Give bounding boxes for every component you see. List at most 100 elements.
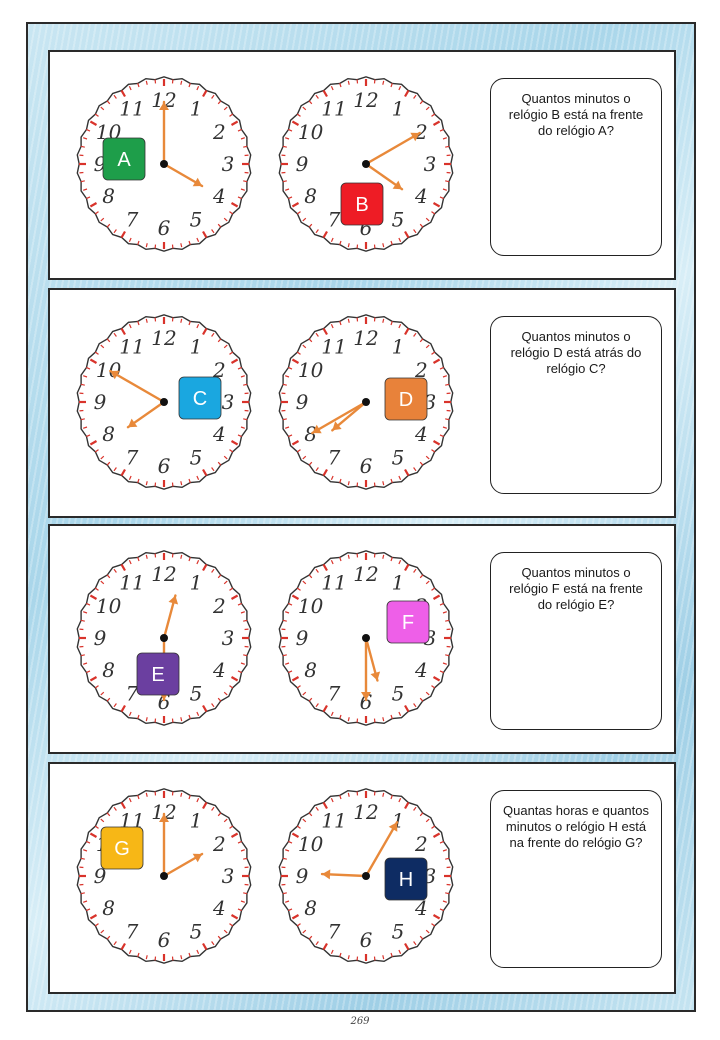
clock-numeral: 7: [126, 681, 139, 705]
clock-numeral: 12: [151, 562, 176, 586]
clock-numeral: 4: [414, 658, 428, 682]
clock-label-badge: [340, 182, 384, 226]
clock-tick: [229, 113, 234, 117]
clock-numeral: 3: [222, 152, 235, 176]
clock-numeral: 4: [414, 422, 428, 446]
clock-tick: [308, 697, 313, 702]
clock-tick: [128, 560, 132, 565]
clock-tick: [145, 792, 148, 797]
clock-numeral: 5: [392, 207, 405, 231]
clock-tick: [237, 602, 242, 606]
minute-hand: [109, 369, 166, 404]
clock-numeral: 1: [190, 335, 203, 359]
minute-hand: [364, 131, 421, 166]
clock-tick: [188, 952, 191, 957]
clock-tick: [188, 795, 191, 800]
clock-numeral: 5: [190, 445, 203, 469]
clock-tick: [425, 580, 430, 585]
clock-tick: [223, 580, 228, 585]
clock-tick: [291, 440, 300, 446]
clock-tick: [180, 243, 183, 248]
clock-tick: [439, 196, 444, 200]
clock-tick: [120, 468, 126, 477]
clock-tick: [202, 89, 208, 98]
clock-tick: [94, 587, 99, 591]
clock-tick: [445, 418, 450, 421]
clock-tick: [230, 358, 239, 364]
clock-tick: [128, 324, 132, 329]
clock-tick: [432, 440, 441, 446]
clock-tick: [106, 100, 111, 105]
clock-tick: [229, 449, 234, 453]
clock-tick: [442, 611, 447, 614]
clock-tick: [89, 202, 98, 208]
clock-label-text: F: [402, 612, 414, 634]
clock-tick: [347, 243, 350, 248]
clock-center: [362, 634, 370, 642]
clock-tick: [282, 619, 287, 622]
page-number: 269: [350, 1016, 370, 1027]
clock-tick: [86, 434, 91, 438]
clock-tick: [285, 375, 290, 378]
clock-tick: [302, 217, 307, 222]
clock-numeral: 1: [190, 571, 203, 595]
clock-tick: [128, 237, 132, 242]
clock-tick: [145, 243, 148, 248]
clock-tick: [390, 240, 393, 245]
clock-tick: [202, 563, 208, 572]
answer-box[interactable]: Quantos minutos o relógio D está atrás d…: [490, 316, 662, 494]
clock-numeral: 5: [190, 681, 203, 705]
clock-center: [160, 160, 168, 168]
clock-tick: [285, 426, 290, 429]
clock-tick: [230, 832, 239, 838]
clock-tick: [86, 840, 91, 844]
clock-tick: [196, 560, 200, 565]
clock-tick: [439, 840, 444, 844]
clock-tick: [230, 120, 239, 126]
clock-tick: [113, 332, 117, 337]
clock-tick: [398, 949, 402, 954]
clock-tick: [347, 792, 350, 797]
question-text: Quantas horas e quantos minutos o relógi…: [503, 803, 649, 850]
clock-numeral: 6: [158, 216, 171, 240]
clock-tick: [425, 106, 430, 111]
clock-tick: [432, 358, 441, 364]
clock-tick: [322, 801, 328, 810]
clock-tick: [404, 942, 410, 951]
clock-tick: [237, 434, 242, 438]
clock-numeral: 2: [212, 358, 226, 382]
clock-tick: [330, 798, 334, 803]
clock-label-text: E: [151, 664, 164, 686]
clock-tick: [432, 914, 441, 920]
clock-tick: [202, 327, 208, 336]
clock-tick: [282, 145, 287, 148]
clock-tick: [404, 563, 410, 572]
clock-tick: [94, 113, 99, 117]
clock-tick: [296, 449, 301, 453]
clock-tick: [106, 223, 111, 228]
clock-tick: [398, 237, 402, 242]
clock-numeral: 10: [96, 358, 122, 382]
clock-numeral: 10: [298, 594, 324, 618]
answer-box[interactable]: Quantos minutos o relógio B está na fren…: [490, 78, 662, 256]
clock-tick: [89, 120, 98, 126]
clock-g: 123456789101112G: [76, 788, 252, 964]
clock-tick: [229, 351, 234, 355]
clock-tick: [347, 955, 350, 960]
answer-box[interactable]: Quantas horas e quantos minutos o relógi…: [490, 790, 662, 968]
clock-tick: [291, 202, 300, 208]
clock-label-text: C: [193, 388, 207, 410]
clock-tick: [431, 113, 436, 117]
answer-box[interactable]: Quantos minutos o relógio F está na fren…: [490, 552, 662, 730]
clock-tick: [94, 923, 99, 927]
clock-numeral: 2: [212, 832, 226, 856]
clock-label-text: G: [114, 838, 130, 860]
clock-tick: [211, 806, 215, 811]
clock-tick: [285, 662, 290, 665]
clock-tick: [223, 929, 228, 934]
clock-numeral: 3: [424, 152, 437, 176]
clock-numeral: 3: [222, 864, 235, 888]
clock-tick: [445, 619, 450, 622]
clock-numeral: 4: [414, 184, 428, 208]
clock-tick: [83, 849, 88, 852]
